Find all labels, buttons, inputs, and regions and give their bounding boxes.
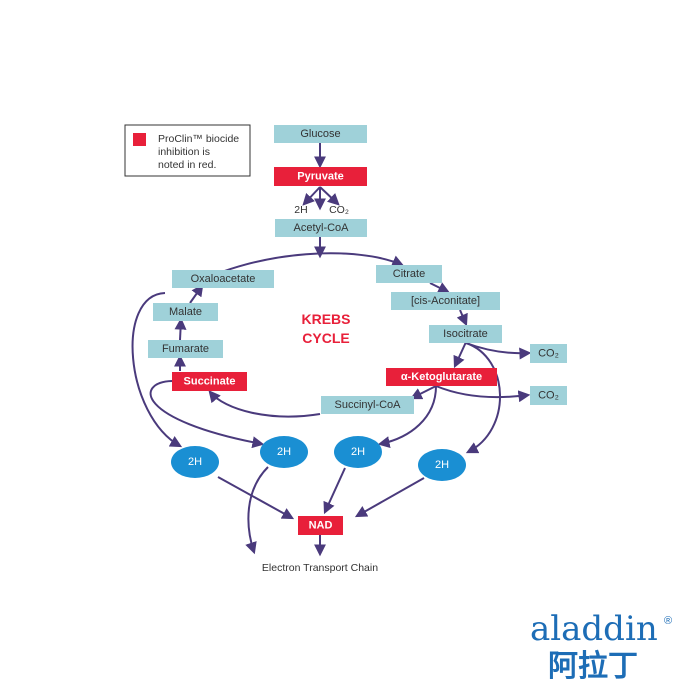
node-alpha-ketoglutarate-label: α-Ketoglutarate	[401, 371, 482, 383]
oval-2h-3-label: 2H	[351, 446, 365, 458]
node-co2-right-1-label: CO₂	[538, 348, 559, 360]
node-oxaloacetate-label: Oxaloacetate	[191, 273, 256, 285]
node-isocitrate: Isocitrate	[429, 325, 502, 343]
oval-2h-3: 2H	[334, 436, 382, 468]
node-pyruvate-label: Pyruvate	[297, 171, 343, 183]
legend-line-1: ProClin™ biocide	[158, 133, 239, 145]
arrow-succinylcoa-succinate	[208, 390, 321, 418]
oval-2h-1-label: 2H	[188, 456, 202, 468]
arrow-isocitrate-2h4	[465, 342, 501, 454]
node-malate: Malate	[153, 303, 218, 321]
legend-red-swatch	[133, 133, 146, 146]
node-nad-label: NAD	[309, 520, 333, 532]
logo-latin-text: aladdin	[530, 609, 658, 649]
node-glucose: Glucose	[274, 125, 367, 143]
logo-reg-mark: ®	[664, 615, 672, 627]
node-nad: NAD	[298, 516, 343, 535]
node-acetyl-coa: Acetyl-CoA	[275, 219, 367, 237]
legend: ProClin™ biocide inhibition is noted in …	[124, 124, 251, 177]
arrow-cis-isocitrate	[456, 309, 468, 327]
oval-2h-1-shape	[171, 446, 219, 478]
node-isocitrate-rect	[429, 325, 502, 343]
node-pyruvate-rect	[274, 167, 367, 186]
center-label-line-2: CYCLE	[302, 330, 349, 346]
label-co2-top: CO₂	[329, 204, 349, 216]
oval-2h-2: 2H	[260, 436, 308, 468]
node-fumarate-label: Fumarate	[162, 343, 209, 355]
node-acetyl-coa-rect	[275, 219, 367, 237]
arrow-aketo-succinylcoa	[409, 385, 437, 400]
label-2h-top: 2H	[294, 204, 307, 216]
oval-2h-2-label: 2H	[277, 446, 291, 458]
node-malate-label: Malate	[169, 306, 202, 318]
node-alpha-ketoglutarate-rect	[386, 368, 497, 386]
node-acetyl-coa-label: Acetyl-CoA	[293, 222, 349, 234]
node-co2-right-2: CO₂	[530, 386, 567, 405]
oval-2h-4: 2H	[418, 449, 466, 481]
arrow-citrate-cis	[429, 282, 451, 294]
node-fumarate: Fumarate	[148, 340, 223, 358]
node-malate-rect	[153, 303, 218, 321]
node-succinyl-coa: Succinyl-CoA	[321, 396, 414, 414]
oval-2h-4-shape	[418, 449, 466, 481]
arrow-aketo-co2	[435, 385, 531, 403]
node-citrate: Citrate	[376, 265, 442, 283]
node-co2-right-1: CO₂	[530, 344, 567, 363]
node-alpha-ketoglutarate: α-Ketoglutarate	[386, 368, 497, 386]
arrow-2h4-nad	[354, 477, 425, 518]
oval-2h-1: 2H	[171, 446, 219, 478]
node-oxaloacetate: Oxaloacetate	[172, 270, 274, 288]
node-succinyl-coa-rect	[321, 396, 414, 414]
node-succinate-rect	[172, 372, 247, 391]
arrow-malate-2h1	[131, 292, 183, 448]
legend-line-2: inhibition is	[158, 146, 210, 158]
arrow-aketo-2h3	[377, 385, 437, 448]
node-cis-aconitate: [cis-Aconitate]	[391, 292, 500, 310]
node-succinate: Succinate	[172, 372, 247, 391]
aladdin-logo: aladdin ® 阿拉丁	[530, 609, 672, 684]
node-nad-rect	[298, 516, 343, 535]
krebs-cycle-label: KREBS CYCLE	[301, 311, 350, 346]
node-co2-right-2-rect	[530, 386, 567, 405]
node-succinate-label: Succinate	[184, 376, 236, 388]
center-label-line-1: KREBS	[301, 311, 350, 327]
arrows	[131, 143, 532, 557]
arrow-malate-oxaloacetate	[189, 284, 204, 304]
node-pyruvate: Pyruvate	[274, 167, 367, 186]
oval-2h-3-shape	[334, 436, 382, 468]
arrow-2h3-nad	[323, 467, 346, 515]
label-electron-transport-chain: Electron Transport Chain	[262, 562, 378, 574]
node-succinyl-coa-label: Succinyl-CoA	[334, 399, 401, 411]
node-co2-right-2-label: CO₂	[538, 390, 559, 402]
node-oxaloacetate-rect	[172, 270, 274, 288]
node-cis-aconitate-rect	[391, 292, 500, 310]
node-co2-right-1-rect	[530, 344, 567, 363]
arrow-2h2-etc	[245, 466, 269, 555]
arrow-2h1-nad	[217, 476, 295, 520]
arrow-fumarate-malate	[174, 317, 187, 341]
node-cis-aconitate-label: [cis-Aconitate]	[411, 295, 480, 307]
legend-line-3: noted in red.	[158, 159, 216, 171]
oval-2h-2-shape	[260, 436, 308, 468]
arrow-succinate-2h2	[149, 380, 265, 449]
node-glucose-rect	[274, 125, 367, 143]
oval-2h-4-label: 2H	[435, 459, 449, 471]
node-fumarate-rect	[148, 340, 223, 358]
arrow-pyruvate-co2	[319, 186, 340, 206]
arrow-pyruvate-2h	[302, 186, 321, 206]
arrow-isocitrate-aketo	[453, 341, 467, 369]
node-citrate-label: Citrate	[393, 268, 425, 280]
node-isocitrate-label: Isocitrate	[443, 328, 488, 340]
logo-chinese-text: 阿拉丁	[548, 649, 638, 684]
node-glucose-label: Glucose	[300, 128, 340, 140]
node-citrate-rect	[376, 265, 442, 283]
